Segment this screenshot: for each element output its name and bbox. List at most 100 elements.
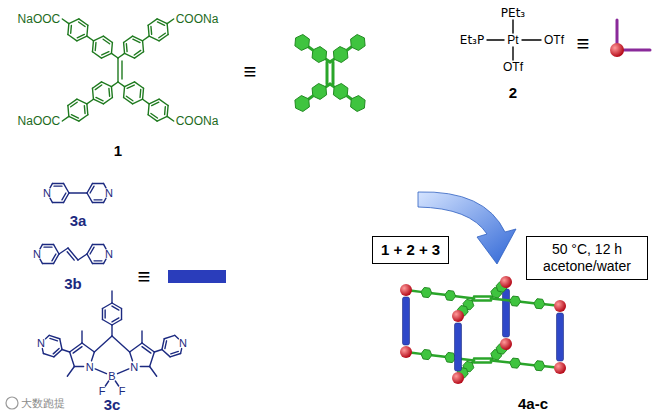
ligand-ring [295, 96, 310, 112]
compound-number: 3c [104, 397, 121, 412]
ring-bond [124, 98, 133, 104]
ring-bond [77, 99, 87, 104]
ring-bond [68, 35, 77, 41]
bond-line [474, 295, 491, 298]
atom-label: Et₃P [460, 34, 484, 46]
ring-bond [125, 53, 135, 58]
bond-line [105, 381, 108, 386]
methyl-bond [111, 291, 112, 303]
bond-line [432, 293, 445, 295]
double-bond [164, 107, 166, 115]
bond-line [111, 53, 118, 58]
bond-line [62, 350, 70, 352]
bond-line [330, 59, 334, 62]
double-bond [171, 351, 179, 353]
bond-line [491, 361, 510, 363]
ring-bond [124, 36, 133, 42]
bond-line [309, 47, 313, 50]
bond-line [412, 291, 421, 292]
methyl-bond [150, 367, 157, 377]
ring-bond [46, 335, 50, 338]
platinum-ball [554, 300, 566, 312]
bond-line [474, 357, 491, 360]
atom-label: F [119, 386, 126, 397]
double-bond [52, 254, 56, 261]
double-bond [70, 25, 72, 33]
double-bond [150, 27, 152, 35]
bond-line [118, 369, 129, 374]
ring-bond [64, 183, 70, 193]
bond-line [332, 62, 335, 84]
ligand-ring [421, 349, 432, 359]
ligand-ring [421, 287, 432, 297]
double-bond [126, 44, 128, 52]
ring-bond [162, 339, 164, 350]
double-bond [90, 247, 94, 254]
ligand-ring [295, 35, 310, 51]
platinum-ball [500, 338, 512, 350]
ring-bond [102, 303, 112, 309]
double-bond [44, 246, 52, 247]
ligand-1-structure [62, 19, 173, 121]
bond-line [545, 366, 554, 367]
double-bond [165, 341, 167, 349]
bond-line [347, 96, 351, 99]
linker-structures [40, 183, 226, 386]
ring-bond [123, 42, 125, 53]
bond-line [616, 20, 619, 44]
platinum-ball [400, 346, 412, 358]
double-bond [121, 61, 122, 79]
double-bond [151, 113, 157, 118]
double-bond [79, 22, 85, 27]
ring-bond [130, 343, 142, 352]
bond-line [111, 325, 112, 336]
double-bond [54, 185, 62, 186]
double-bond [157, 22, 164, 25]
ring-bond [130, 352, 133, 361]
bond-line [491, 299, 510, 301]
atom-label: N [37, 337, 45, 348]
watermark-logo [6, 397, 18, 409]
methyl-bond [81, 331, 82, 343]
ring-bond [92, 41, 94, 52]
bond-line [412, 353, 421, 354]
bond-line [326, 62, 329, 84]
ring-bond [74, 366, 83, 367]
bond-line [143, 36, 150, 41]
ring-bond [82, 343, 94, 352]
ring-bond [43, 244, 54, 245]
node-text: 50 °C, 12 h acetone/water [535, 241, 639, 275]
ring-bond [70, 352, 75, 367]
bond-line [512, 47, 513, 60]
double-bond [71, 115, 78, 118]
bond-line [62, 19, 69, 24]
atom-label: OTf [544, 34, 564, 46]
atom-label: PEt₃ [501, 7, 525, 19]
platinum-cartoon [610, 20, 650, 57]
ring-bond [92, 52, 101, 58]
double-bond [95, 85, 101, 90]
ring-bond [86, 25, 88, 36]
atom-label: Pt [507, 34, 518, 46]
linker-bar [168, 270, 226, 283]
double-bond [159, 33, 165, 38]
ligand-1-cartoon [295, 35, 365, 112]
ring-bond [79, 115, 88, 121]
double-bond [53, 349, 59, 354]
ring-bond [102, 309, 103, 320]
ring-bond [150, 352, 155, 367]
ring-bond [148, 19, 157, 25]
double-bond [152, 102, 159, 105]
ring-bond [79, 19, 88, 25]
ring-bond [53, 202, 64, 203]
ring-bond [53, 183, 64, 184]
methyl-bond [67, 367, 74, 377]
bond-line [112, 336, 130, 352]
bond-line [94, 336, 112, 352]
ring-bond [42, 349, 43, 354]
ring-bond [93, 202, 104, 203]
bond-line [487, 39, 504, 40]
ring-bond [67, 24, 69, 35]
